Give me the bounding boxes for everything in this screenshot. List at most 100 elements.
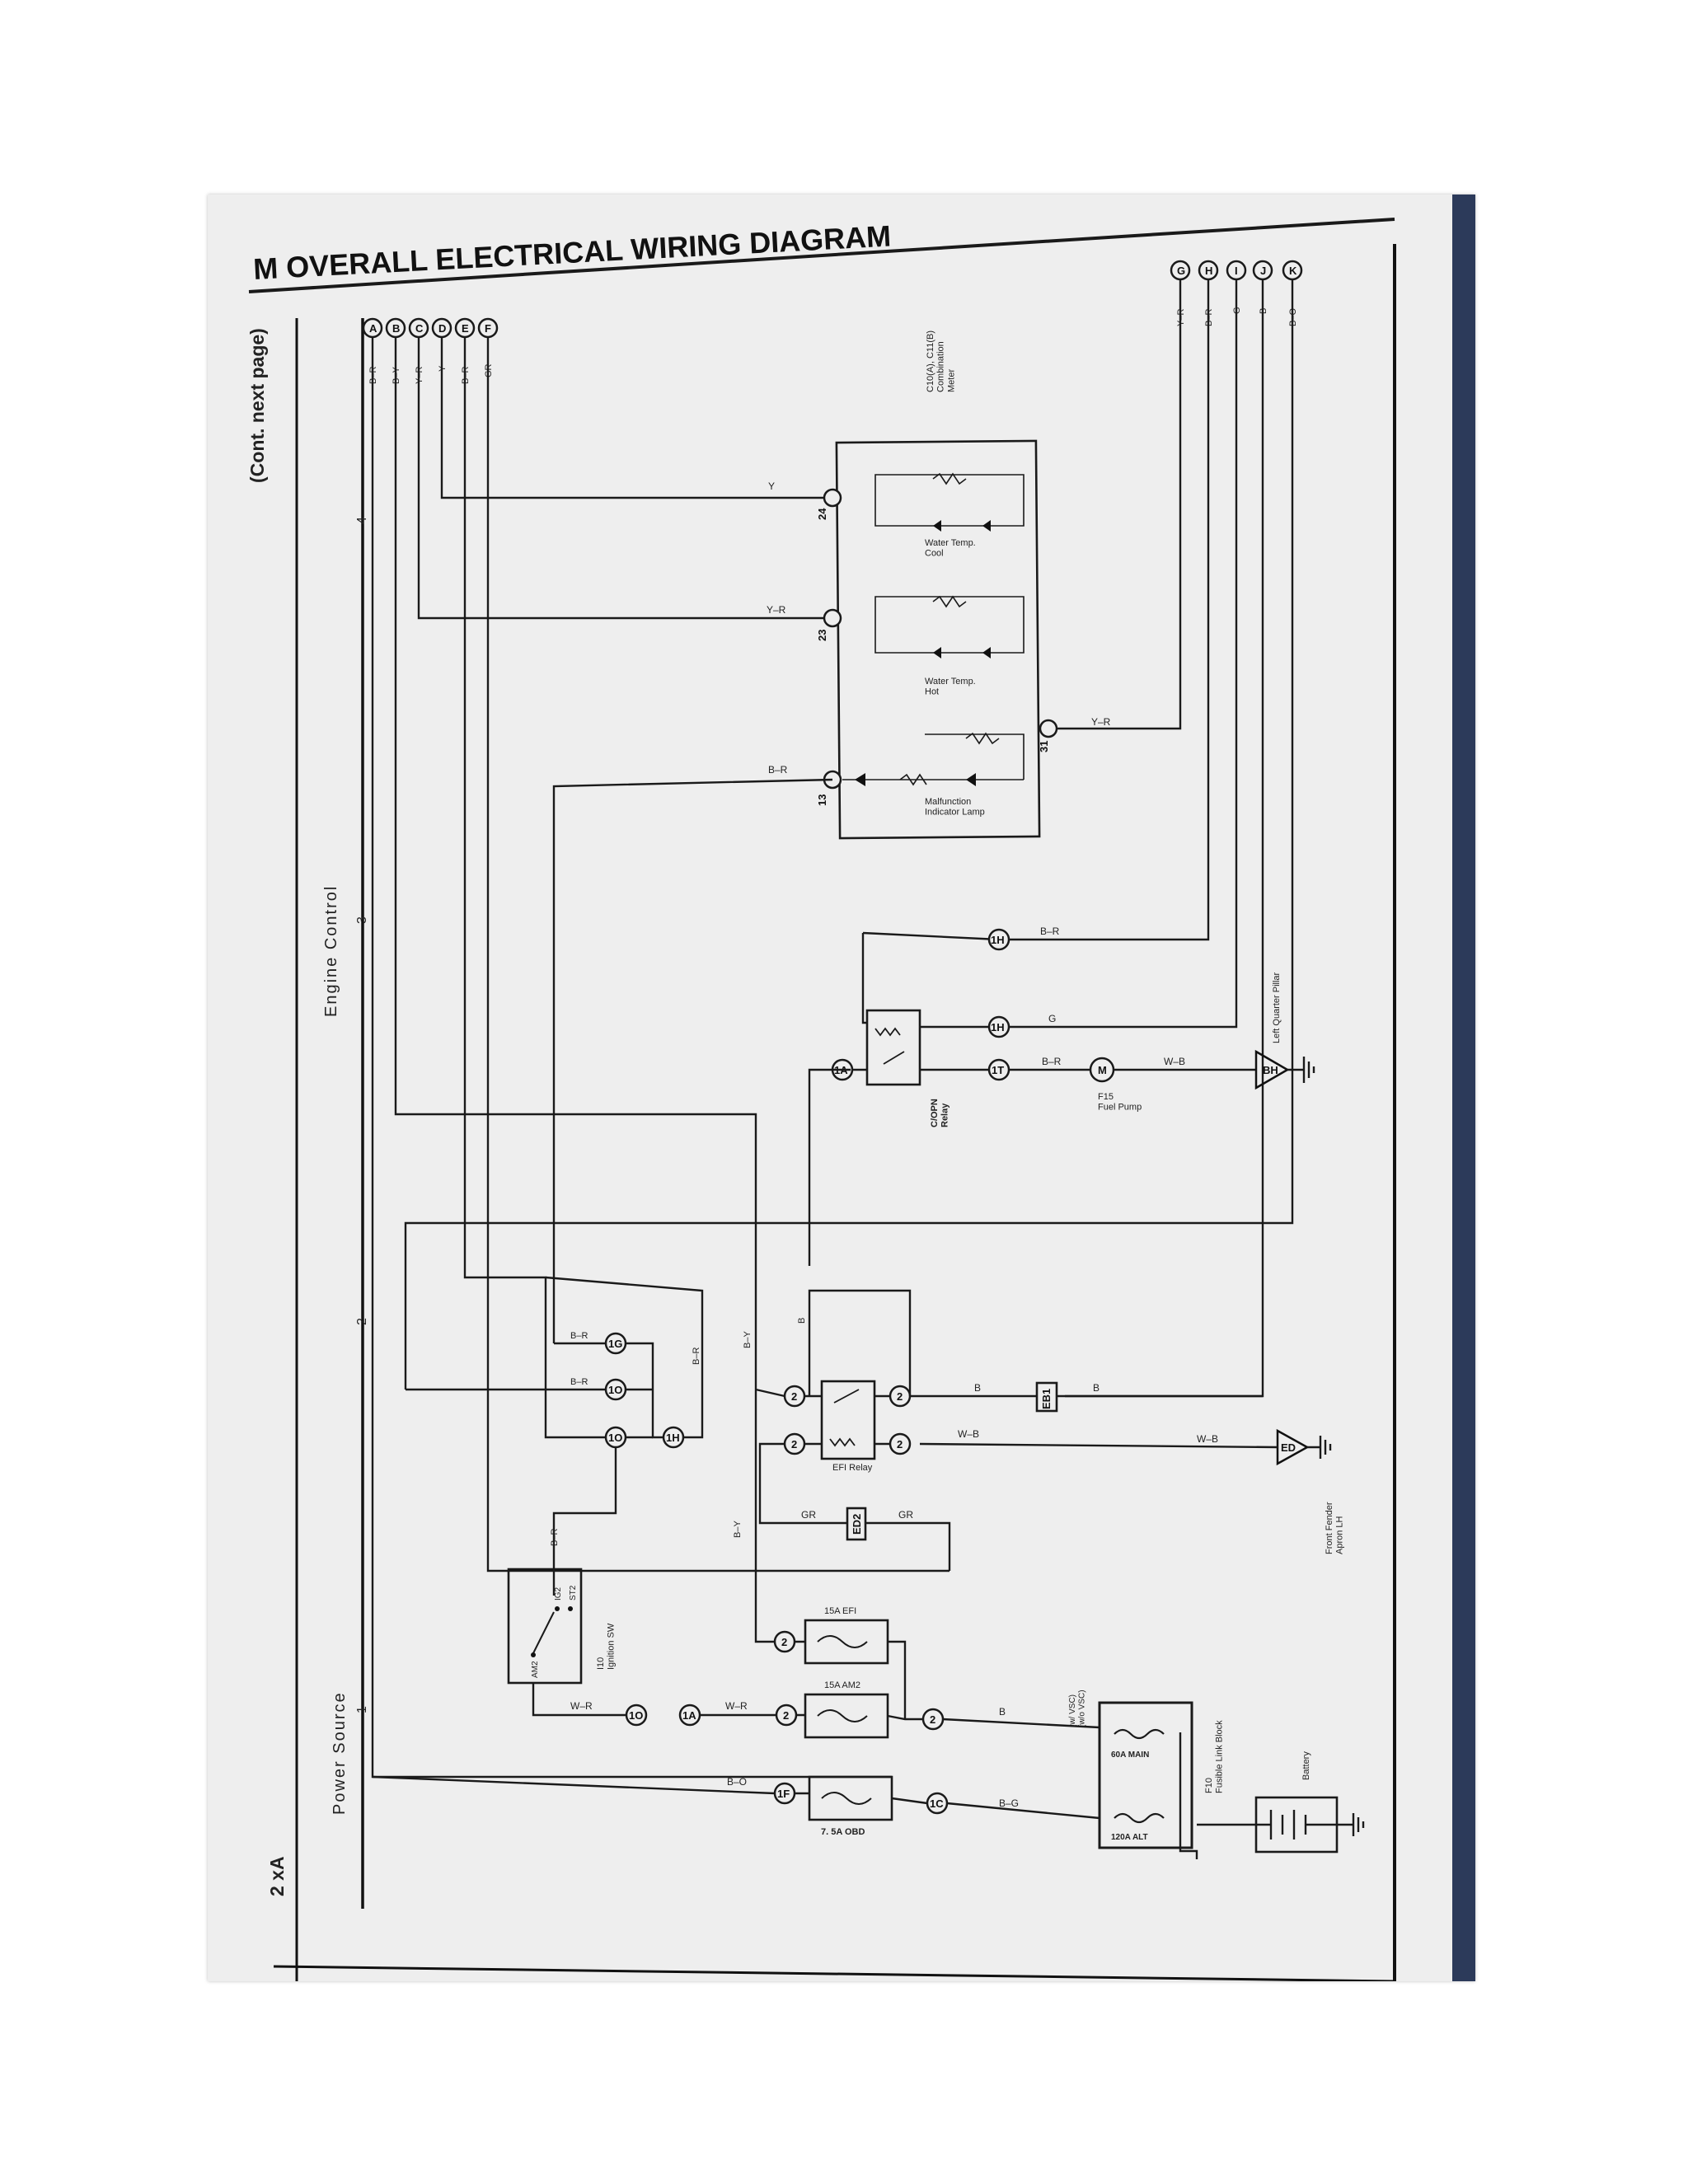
- wire-b-main-label: B: [999, 1706, 1006, 1718]
- connector-G: G: [1170, 260, 1191, 281]
- conn-1F: 1F: [777, 1788, 790, 1800]
- combination-meter-label: C10(A), C11(B)CombinationMeter: [926, 330, 956, 392]
- svg-text:2: 2: [791, 1438, 797, 1451]
- conn-1O-a: 1O: [608, 1384, 622, 1396]
- wire-br-relay-label: B–R: [1040, 926, 1060, 937]
- svg-text:D: D: [438, 322, 446, 335]
- page-title: M OVERALL ELECTRICAL WIRING DIAGRAM: [252, 219, 892, 286]
- engine-control-label: Engine Control: [322, 885, 340, 1017]
- wire-wb-ed-label-2: W–B: [1197, 1433, 1218, 1445]
- fuse-obd-label: 7. 5A OBD: [821, 1827, 865, 1837]
- svg-text:E: E: [462, 322, 469, 335]
- connector-C: C: [408, 317, 429, 339]
- wire-br-ign-label: B–R: [550, 1529, 560, 1546]
- wire-b-eb1-label: B: [974, 1382, 981, 1394]
- wire-B: [394, 338, 757, 1390]
- efi-relay: EFI Relay 2 2 2 2 B–Y B B B B–Y: [733, 1068, 1100, 1538]
- wire-A: [371, 338, 892, 1779]
- column-markers: 1 2 3 4: [355, 517, 369, 1713]
- fuse-efi: 15A EFI 2: [754, 1390, 907, 1719]
- conn-1G: 1G: [608, 1338, 622, 1350]
- relay-wire-1: [861, 933, 867, 1024]
- water-temp-hot-label: Water Temp.Hot: [925, 677, 976, 697]
- connector-A: A: [362, 317, 383, 339]
- wiring-diagram: M OVERALL ELECTRICAL WIRING DIAGRAM (Con…: [246, 218, 1396, 1981]
- svg-text:2: 2: [791, 1390, 797, 1403]
- wire-g-label: G: [1048, 1013, 1056, 1024]
- conn-1O-b: 1O: [608, 1432, 622, 1444]
- ignition-sw-label: I10Ignition SW: [596, 1623, 617, 1670]
- efi-relay-label: EFI Relay: [832, 1463, 873, 1473]
- water-temp-cool-label: Water Temp.Cool: [925, 538, 976, 559]
- svg-text:B: B: [392, 322, 400, 335]
- wire-gr-label-1: GR: [801, 1509, 816, 1521]
- wire-wr-label-1: W–R: [570, 1700, 593, 1712]
- svg-text:2: 2: [783, 1709, 789, 1722]
- copn-relay-label: C/OPNRelay: [930, 1099, 950, 1127]
- wire-wb-ed: [919, 1442, 1278, 1449]
- connector-B: B: [385, 317, 406, 339]
- wire-br-meter-label: B–R: [768, 764, 788, 776]
- wire-J: [1065, 280, 1264, 1398]
- fuse-am2: 15A AM2 2 2 B: [775, 1680, 1100, 1739]
- wire-F: [486, 338, 950, 1572]
- svg-text:I: I: [1235, 265, 1238, 277]
- front-fender-label: Front FenderApron LH: [1325, 1502, 1345, 1554]
- svg-text:H: H: [1205, 265, 1212, 277]
- battery-label: Battery: [1301, 1751, 1311, 1780]
- wire-br-meter: [552, 778, 833, 1343]
- fuse-am2-label: 15A AM2: [824, 1680, 860, 1690]
- svg-text:2: 2: [930, 1713, 935, 1726]
- wire-D: [440, 338, 832, 499]
- wire-b-label: B: [797, 1318, 807, 1324]
- conn-ED: ED: [1281, 1441, 1296, 1454]
- junction-connectors: 1G 1O 1O 1H B–R B–R B–R B–R: [406, 1276, 704, 1596]
- svg-text:K: K: [1289, 265, 1297, 277]
- wire-br-1o-label: B–R: [570, 1377, 588, 1387]
- ground-ED: ED Front FenderApron LH W–B W–B: [919, 1428, 1345, 1554]
- wire-br-1g-label: B–R: [570, 1331, 588, 1341]
- wire-b-efi: [808, 1289, 912, 1396]
- combination-meter: C10(A), C11(B)CombinationMeter Water Tem…: [835, 330, 1041, 840]
- wire-by-low-label: B–Y: [733, 1521, 743, 1538]
- fl-alt-label: 120A ALT: [1111, 1833, 1148, 1842]
- left-bus-wires: [371, 338, 950, 1779]
- connector-F: F: [477, 317, 499, 339]
- title-rule: [248, 218, 1395, 293]
- col-1: 1: [355, 1706, 369, 1713]
- wire-bo-label: B–O: [727, 1776, 747, 1788]
- svg-text:G: G: [1177, 265, 1185, 277]
- svg-text:2: 2: [897, 1390, 903, 1403]
- conn-BH: BH: [1263, 1064, 1278, 1076]
- svg-text:IG2: IG2: [554, 1586, 563, 1601]
- svg-text:ST2: ST2: [569, 1585, 578, 1601]
- col-3: 3: [355, 916, 369, 924]
- connector-H: H: [1198, 260, 1219, 281]
- wire-by-relay: [755, 1388, 785, 1398]
- diagram-sheet: M OVERALL ELECTRICAL WIRING DIAGRAM (Con…: [208, 194, 1475, 1981]
- copn-relay: C/OPNRelay 1H 1H 1T 1A B–R G B–R: [831, 926, 1062, 1127]
- relay-wire-top: [862, 931, 1000, 941]
- fuse-efi-label: 15A EFI: [824, 1606, 856, 1616]
- left-top-connectors: A B C D E F B–R B–Y Y–R Y B–R GR: [362, 317, 499, 384]
- wire-yr-label: Y–R: [767, 604, 786, 616]
- photo-background-edge: [1452, 194, 1475, 1981]
- svg-text:M: M: [1098, 1064, 1107, 1076]
- wire-C: [417, 338, 832, 620]
- svg-text:J: J: [1260, 265, 1266, 277]
- pin-23: 23: [816, 630, 828, 641]
- wire-H: [999, 280, 1210, 941]
- power-source-label: Power Source: [331, 1691, 349, 1815]
- wire-br-vert-label: B–R: [692, 1347, 701, 1365]
- fusible-link-block: 60A MAIN 120A ALT F10Fusible Link Block …: [1068, 1690, 1225, 1859]
- svg-text:2: 2: [781, 1636, 787, 1648]
- wire-K: [404, 280, 1294, 1390]
- wire-wr-label-2: W–R: [725, 1700, 748, 1712]
- conn-1A-b: 1A: [682, 1709, 696, 1722]
- connector-K: K: [1282, 260, 1303, 281]
- wire-y-label: Y: [768, 480, 775, 492]
- page-code: 2 xA: [266, 1856, 288, 1896]
- svg-text:2: 2: [897, 1438, 903, 1451]
